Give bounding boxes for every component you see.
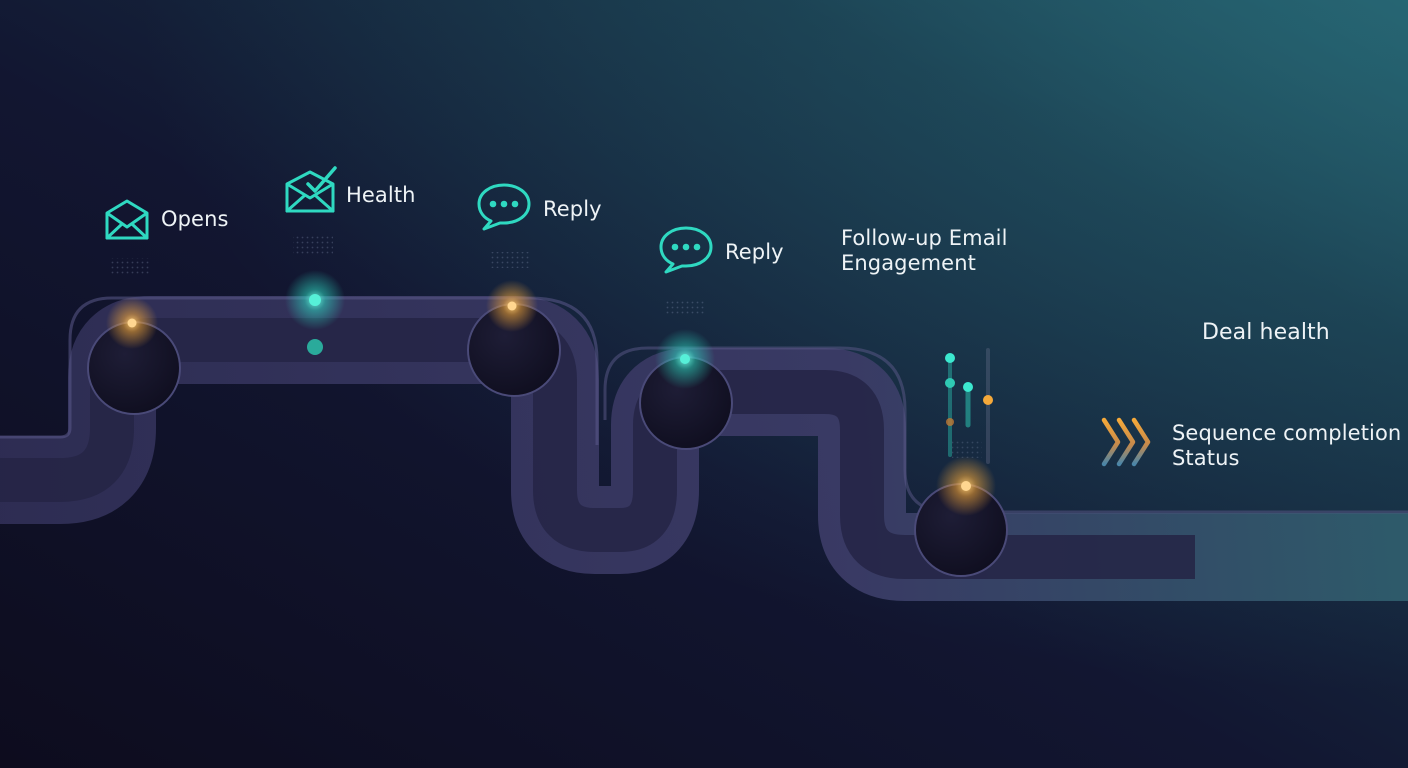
stage-label-sequence: Sequence completion Status [1172, 421, 1401, 471]
follow-up-line-1: Follow-up Email [841, 226, 1008, 250]
dot-haze-follow-up [952, 440, 982, 458]
envelope-icon [105, 199, 149, 240]
sequence-line-2: Status [1172, 446, 1240, 470]
marker-opens [106, 297, 158, 349]
stage-label-deal-health: Deal health [1202, 320, 1330, 345]
follow-up-line-2: Engagement [841, 251, 976, 275]
stage-label-follow-up: Follow-up Email Engagement [841, 226, 1008, 276]
stage-label-reply-1: Reply [543, 197, 602, 221]
pipeline-highlight [0, 296, 599, 445]
stage-label-reply-2: Reply [725, 240, 784, 264]
dot-haze-opens [110, 258, 150, 274]
dot-haze-reply-2 [665, 300, 705, 316]
chat-bubble-icon [477, 183, 531, 231]
sequence-line-1: Sequence completion [1172, 421, 1402, 445]
marker-follow-up [936, 456, 996, 516]
chevrons-right-icon [1101, 417, 1151, 467]
stage-label-opens: Opens [161, 207, 229, 231]
dot-haze-reply-1 [490, 252, 530, 268]
envelope-check-icon [285, 166, 337, 213]
dot-haze-health [293, 236, 333, 254]
stage-label-health: Health [346, 183, 416, 207]
pipeline-highlight-2 [603, 346, 1408, 514]
chat-bubble-icon [659, 226, 713, 274]
marker-health [285, 270, 345, 355]
signal-bars [945, 348, 993, 464]
marker-reply-1 [486, 280, 538, 332]
marker-reply-2 [655, 329, 715, 389]
